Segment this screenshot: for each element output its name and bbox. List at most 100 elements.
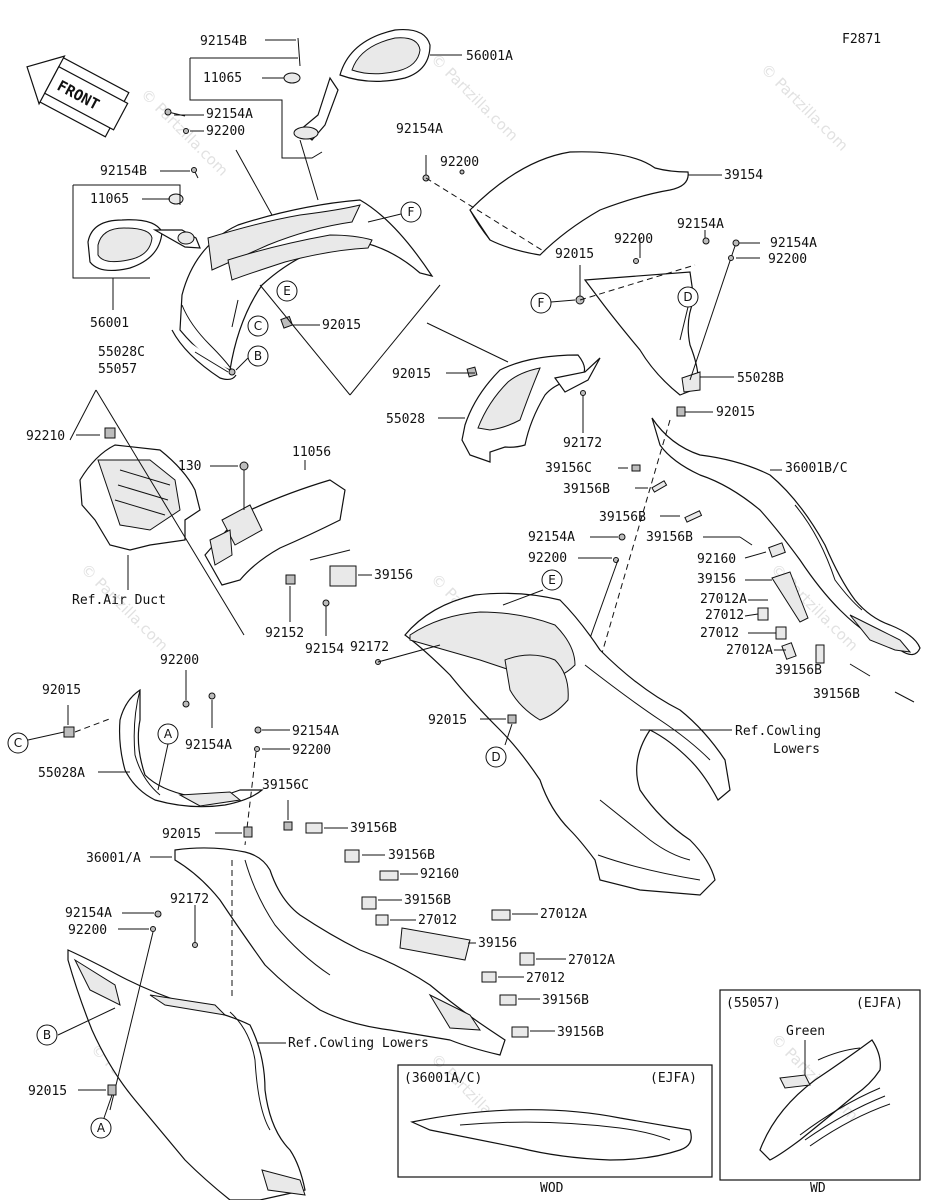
label-92154A: 92154A	[677, 217, 724, 232]
label-92172: 92172	[170, 892, 209, 907]
label-56001A: 56001A	[466, 49, 513, 64]
svg-text:B: B	[254, 349, 262, 363]
inner-panel-55028	[461, 354, 601, 463]
panel-55028A	[118, 688, 264, 808]
air-duct	[79, 427, 201, 551]
label-92160: 92160	[697, 552, 736, 567]
svg-text:D: D	[683, 290, 692, 304]
windscreen-39154	[469, 151, 689, 256]
callout-B: B	[247, 345, 269, 367]
label-92200: 92200	[68, 923, 107, 938]
inset-wd-note: Green	[786, 1024, 825, 1039]
callout-B: B	[36, 1024, 58, 1046]
callout-E: E	[541, 569, 563, 591]
inset-wod: (36001A/C) (EJFA) WOD	[397, 1064, 713, 1196]
label-92015: 92015	[428, 713, 467, 728]
label-27012: 27012	[700, 626, 739, 641]
svg-text:E: E	[548, 573, 556, 587]
label-92172: 92172	[563, 436, 602, 451]
label-130: 130	[178, 459, 201, 474]
label-92154A: 92154A	[206, 107, 253, 122]
label-27012: 27012	[705, 608, 744, 623]
inset-wd: (55057) (EJFA) Green WD	[719, 989, 921, 1196]
label-ref-air-duct: Ref.Air Duct	[72, 593, 166, 608]
label-56001: 56001	[90, 316, 129, 331]
inset-wd-code: (55057)	[726, 996, 781, 1011]
grommet-icon	[283, 72, 301, 84]
label-55028B: 55028B	[737, 371, 784, 386]
label-92154A: 92154A	[396, 122, 443, 137]
callout-F: F	[530, 292, 552, 314]
label-11065: 11065	[203, 71, 242, 86]
svg-text:A: A	[164, 727, 173, 741]
side-cowl-36001BC	[651, 417, 921, 656]
label-92154A: 92154A	[65, 906, 112, 921]
label-55028C: 55028C	[98, 345, 145, 360]
label-92015: 92015	[322, 318, 361, 333]
callout-C: C	[7, 732, 29, 754]
mirror-right	[283, 28, 431, 141]
sticker-icons-bottom	[305, 822, 535, 1038]
svg-text:B: B	[43, 1028, 51, 1042]
label-92200: 92200	[292, 743, 331, 758]
label-39156B: 39156B	[557, 1025, 604, 1040]
label-92015: 92015	[162, 827, 201, 842]
label-92210: 92210	[26, 429, 65, 444]
svg-text:F: F	[408, 205, 415, 219]
svg-text:C: C	[254, 319, 262, 333]
sticker-icon	[329, 565, 357, 587]
label-27012A: 27012A	[540, 907, 587, 922]
label-92015: 92015	[42, 683, 81, 698]
label-39156B: 39156B	[542, 993, 589, 1008]
label-92200: 92200	[614, 232, 653, 247]
callout-D: D	[677, 286, 699, 308]
label-39156C: 39156C	[262, 778, 309, 793]
label-92154A: 92154A	[528, 530, 575, 545]
label-39156B: 39156B	[646, 530, 693, 545]
label-92154B: 92154B	[100, 164, 147, 179]
label-92160: 92160	[420, 867, 459, 882]
label-39156B: 39156B	[775, 663, 822, 678]
svg-text:A: A	[97, 1121, 106, 1135]
center-fairing	[404, 592, 731, 896]
inset-wd-variant: (EJFA)	[856, 996, 903, 1011]
label-55028A: 55028A	[38, 766, 85, 781]
label-92172: 92172	[350, 640, 389, 655]
label-92200: 92200	[160, 653, 199, 668]
inset-wod-code: (36001A/C)	[404, 1071, 482, 1086]
grommet-icon	[168, 193, 184, 205]
label-92152: 92152	[265, 626, 304, 641]
callout-F: F	[400, 201, 422, 223]
label-92015: 92015	[716, 405, 755, 420]
label-92154A: 92154A	[770, 236, 817, 251]
figure-code: F2871	[842, 32, 881, 47]
lower-side-cowl	[67, 949, 306, 1200]
sticker-icons-right	[631, 464, 915, 703]
bracket-11056	[204, 479, 346, 586]
callout-A: A	[90, 1117, 112, 1139]
upper-cowl-55028C	[171, 199, 434, 381]
label-39156: 39156	[697, 572, 736, 587]
bolt-icon	[164, 108, 189, 134]
svg-text:E: E	[283, 284, 291, 298]
label-92200: 92200	[528, 551, 567, 566]
inset-wd-caption: WD	[810, 1181, 826, 1196]
svg-text:F: F	[538, 296, 545, 310]
label-92154B: 92154B	[200, 34, 247, 49]
label-lowers: Lowers	[773, 742, 820, 757]
panel-55028B	[583, 271, 701, 396]
label-39156B: 39156B	[563, 482, 610, 497]
front-arrow-icon: FRONT	[26, 55, 130, 138]
label-27012: 27012	[418, 913, 457, 928]
label-39156B: 39156B	[599, 510, 646, 525]
label-55028: 55028	[386, 412, 425, 427]
label-39154: 39154	[724, 168, 763, 183]
callout-A: A	[157, 723, 179, 745]
label-27012A: 27012A	[700, 592, 747, 607]
label-39156B: 39156B	[388, 848, 435, 863]
label-27012A: 27012A	[568, 953, 615, 968]
label-55057: 55057	[98, 362, 137, 377]
label-92200: 92200	[768, 252, 807, 267]
